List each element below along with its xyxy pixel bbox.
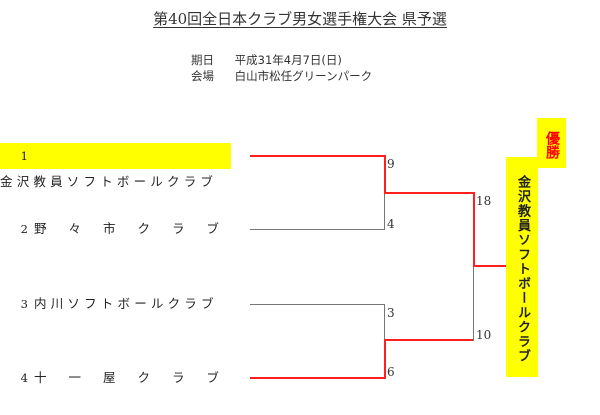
date-value: 平成31年4月7日(日) — [234, 53, 342, 67]
bracket-line-m2-top — [384, 304, 385, 341]
bracket-line-m2-winner — [384, 339, 474, 341]
bracket-line-team3 — [250, 304, 385, 305]
team-3: 3 内川ソフトボールクラブ — [0, 291, 218, 317]
bracket-line-team4 — [250, 377, 385, 379]
bracket-line-m1-top — [384, 155, 386, 194]
title-text: 第40回全日本クラブ男女選手権大会 県予選 — [153, 10, 447, 28]
team-name: 内川ソフトボールクラブ — [34, 296, 218, 311]
team-seed: 1 — [20, 149, 28, 163]
score-team4: 6 — [387, 365, 395, 379]
score-team3: 3 — [387, 306, 395, 320]
team-name: 金沢教員ソフトボールクラブ — [0, 174, 218, 189]
page-title: 第40回全日本クラブ男女選手権大会 県予選 — [0, 8, 600, 29]
team-1: 1 金沢教員ソフトボールクラブ — [0, 143, 231, 189]
team-name: 十一屋クラブ — [34, 370, 219, 385]
bracket-line-team1 — [250, 155, 385, 157]
bracket-line-m1-winner — [384, 192, 474, 194]
team-seed: 2 — [20, 222, 28, 236]
venue-row: 会場 白山市松任グリーンパーク — [191, 68, 372, 84]
score-team2: 4 — [387, 217, 395, 231]
score-final-top: 18 — [476, 194, 492, 208]
bracket-line-final-bottom — [473, 266, 474, 341]
bracket-line-final-top — [473, 192, 475, 267]
team-name: 野々市クラブ — [34, 221, 219, 236]
team-4: 4 十一屋クラブ — [0, 365, 219, 391]
date-row: 期日 平成31年4月7日(日) — [191, 52, 342, 68]
champion-label: 優勝 — [537, 118, 566, 168]
champion-team: 金沢教員ソフトボールクラブ — [506, 157, 538, 377]
venue-value: 白山市松任グリーンパーク — [234, 69, 373, 83]
score-final-bottom: 10 — [476, 328, 492, 342]
bracket-line-m2-bottom — [384, 340, 386, 379]
team-seed: 4 — [20, 371, 28, 385]
bracket-line-m1-bottom — [384, 193, 385, 230]
team-seed: 3 — [20, 297, 28, 311]
bracket-line-team2 — [250, 229, 385, 230]
score-team1: 9 — [387, 157, 395, 171]
venue-label: 会場 — [191, 69, 214, 83]
date-label: 期日 — [191, 53, 214, 67]
team-2: 2 野々市クラブ — [0, 216, 219, 242]
bracket-line-champion — [473, 265, 506, 267]
